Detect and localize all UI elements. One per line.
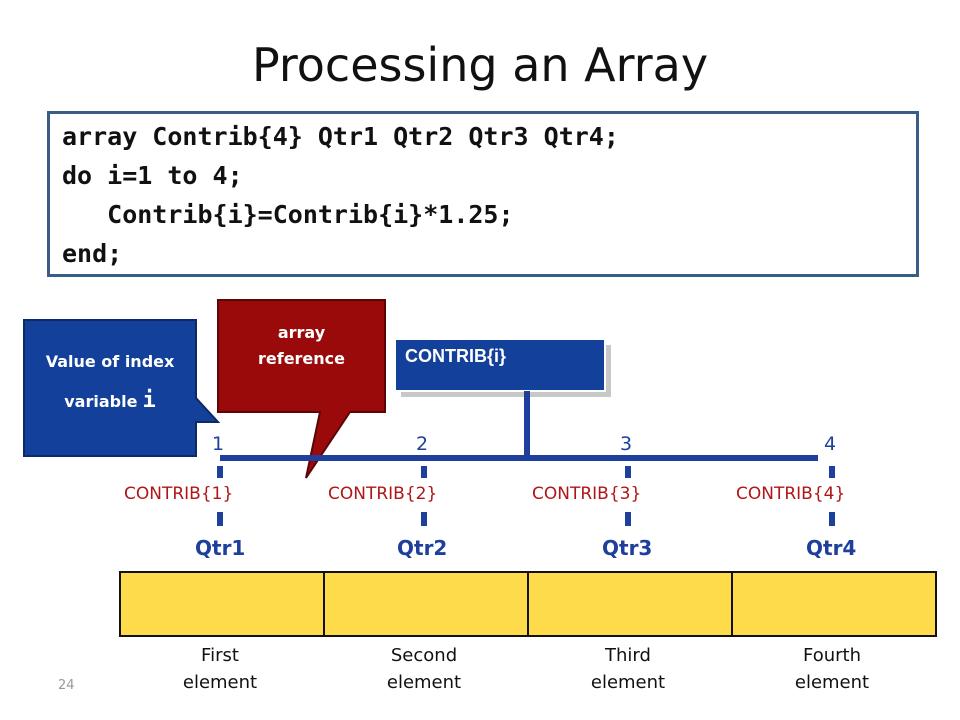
index-label-3: 3 <box>620 433 633 455</box>
index-label-1: 1 <box>212 433 225 455</box>
element-label-2: Second element <box>344 642 504 696</box>
code-line-4: end; <box>62 239 123 268</box>
array-reference-callout-text: array reference <box>218 320 385 372</box>
array-cell-4 <box>731 571 937 637</box>
element-label-1-line2: element <box>182 672 258 693</box>
index-callout-variable-word: variable <box>64 392 138 411</box>
index-callout-line2: variable i <box>24 388 196 413</box>
array-cell-1 <box>119 571 325 637</box>
page-number: 24 <box>58 678 75 693</box>
element-label-3-line1: Third <box>605 645 651 666</box>
array-ref-3: CONTRIB{3} <box>532 484 642 504</box>
array-ref-2: CONTRIB{2} <box>328 484 438 504</box>
index-label-4: 4 <box>824 433 837 455</box>
variable-qtr4: Qtr4 <box>806 536 857 560</box>
array-cell-3 <box>527 571 733 637</box>
code-line-2: do i=1 to 4; <box>62 161 243 190</box>
contrib-box-shape <box>394 338 606 392</box>
element-label-4: Fourth element <box>752 642 912 696</box>
variable-qtr3: Qtr3 <box>602 536 653 560</box>
array-cell-2 <box>323 571 529 637</box>
contrib-box-label: CONTRIB{i} <box>405 346 507 366</box>
element-label-1-line1: First <box>201 645 239 666</box>
slide-title: Processing an Array <box>251 38 709 92</box>
array-ref-4: CONTRIB{4} <box>736 484 846 504</box>
element-label-3: Third element <box>548 642 708 696</box>
index-callout-shape <box>23 319 221 457</box>
array-reference-callout-shape <box>217 299 386 479</box>
variable-qtr2: Qtr2 <box>397 536 448 560</box>
element-label-2-line2: element <box>386 672 462 693</box>
index-callout-line1: Value of index <box>45 352 175 371</box>
element-label-4-line2: element <box>794 672 870 693</box>
code-box: array Contrib{4} Qtr1 Qtr2 Qtr3 Qtr4; do… <box>47 111 919 277</box>
array-ref-1: CONTRIB{1} <box>124 484 234 504</box>
array-reference-line1: array <box>277 323 326 342</box>
index-variable-name: i <box>142 388 156 413</box>
array-reference-line2: reference <box>257 349 346 368</box>
index-label-2: 2 <box>416 433 429 455</box>
element-label-1: First element <box>140 642 300 696</box>
element-label-3-line2: element <box>590 672 666 693</box>
variable-qtr1: Qtr1 <box>195 536 246 560</box>
code-line-3: Contrib{i}=Contrib{i}*1.25; <box>62 200 514 229</box>
code-line-1: array Contrib{4} Qtr1 Qtr2 Qtr3 Qtr4; <box>62 122 619 151</box>
element-label-2-line1: Second <box>390 645 458 666</box>
element-label-4-line1: Fourth <box>803 645 861 666</box>
